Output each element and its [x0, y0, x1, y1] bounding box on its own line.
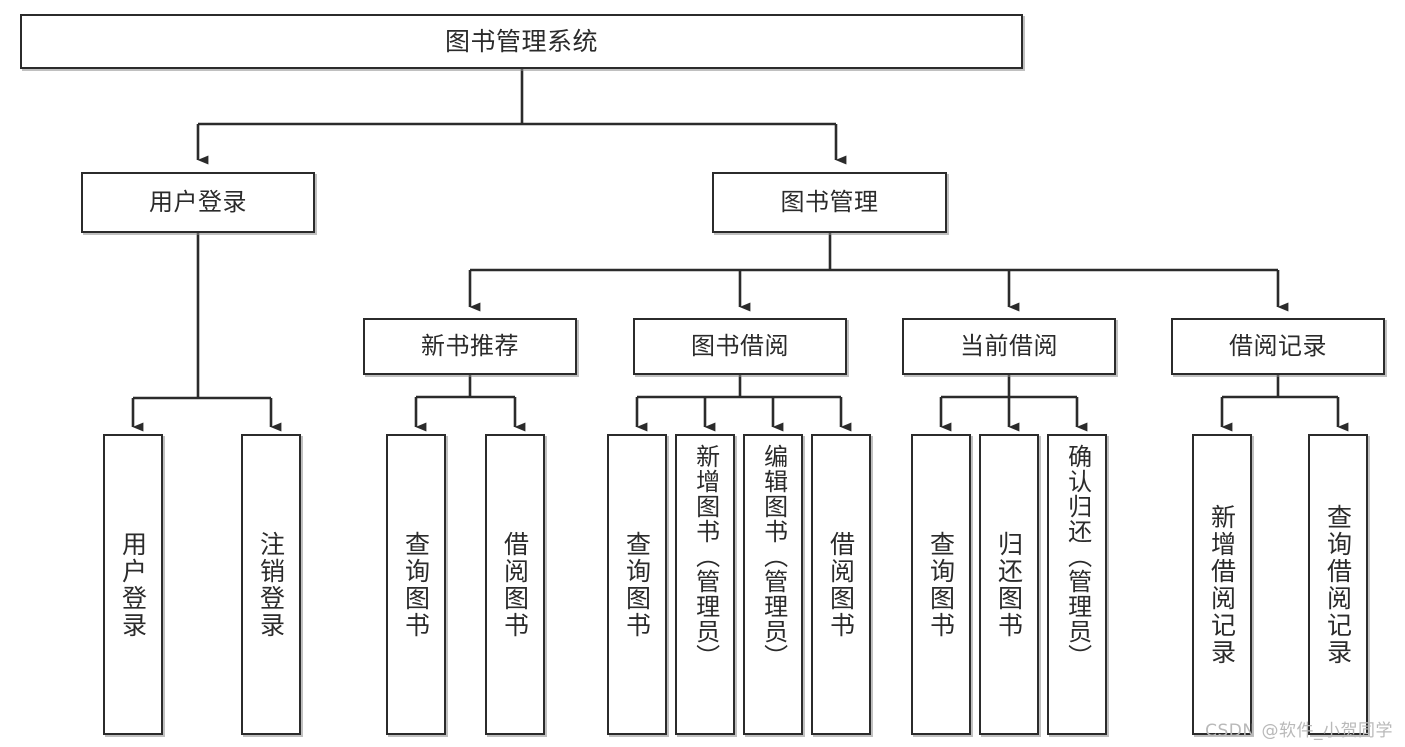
node-label: 用户登录 — [149, 188, 247, 217]
leaf-user-login-login[interactable]: 用户登录 — [103, 434, 163, 735]
node-label: 用户登录 — [118, 530, 148, 639]
leaf-borrow-query-book[interactable]: 查询图书 — [607, 434, 667, 735]
leaf-recommend-borrow-book[interactable]: 借阅图书 — [485, 434, 545, 735]
node-label: 查询图书 — [622, 530, 652, 639]
node-book-borrow[interactable]: 图书借阅 — [633, 318, 847, 375]
node-label: 图书管理系统 — [444, 26, 598, 56]
node-root-system[interactable]: 图书管理系统 — [20, 14, 1023, 69]
node-current-borrow[interactable]: 当前借阅 — [902, 318, 1116, 375]
node-label: 查询借阅记录 — [1323, 503, 1353, 666]
node-label: 编辑图书（管理员） — [759, 444, 788, 669]
node-label: 图书借阅 — [691, 332, 789, 361]
node-label: 确认归还（管理员） — [1063, 444, 1092, 669]
leaf-borrow-edit-book-admin[interactable]: 编辑图书（管理员） — [743, 434, 803, 735]
node-new-book-recommend[interactable]: 新书推荐 — [363, 318, 577, 375]
node-borrow-record[interactable]: 借阅记录 — [1171, 318, 1385, 375]
node-label: 注销登录 — [256, 530, 286, 639]
leaf-current-confirm-return-admin[interactable]: 确认归还（管理员） — [1047, 434, 1107, 735]
leaf-record-query-record[interactable]: 查询借阅记录 — [1308, 434, 1368, 735]
node-book-management[interactable]: 图书管理 — [712, 172, 947, 233]
node-label: 借阅记录 — [1229, 332, 1327, 361]
leaf-borrow-add-book-admin[interactable]: 新增图书（管理员） — [675, 434, 735, 735]
leaf-user-login-logout[interactable]: 注销登录 — [241, 434, 301, 735]
node-label: 借阅图书 — [826, 530, 856, 639]
leaf-borrow-borrow-book[interactable]: 借阅图书 — [811, 434, 871, 735]
node-label: 新增借阅记录 — [1207, 503, 1237, 666]
node-label: 查询图书 — [926, 530, 956, 639]
node-user-login[interactable]: 用户登录 — [81, 172, 315, 233]
node-label: 借阅图书 — [500, 530, 530, 639]
leaf-record-add-record[interactable]: 新增借阅记录 — [1192, 434, 1252, 735]
node-label: 查询图书 — [401, 530, 431, 639]
node-label: 当前借阅 — [960, 332, 1058, 361]
leaf-recommend-query-book[interactable]: 查询图书 — [386, 434, 446, 735]
node-label: 归还图书 — [994, 530, 1024, 639]
csdn-watermark: CSDN @软件_小贺同学 — [1205, 721, 1393, 741]
leaf-current-query-book[interactable]: 查询图书 — [911, 434, 971, 735]
node-label: 新增图书（管理员） — [691, 444, 720, 669]
node-label: 图书管理 — [780, 188, 879, 217]
leaf-current-return-book[interactable]: 归还图书 — [979, 434, 1039, 735]
node-label: 新书推荐 — [421, 332, 519, 361]
